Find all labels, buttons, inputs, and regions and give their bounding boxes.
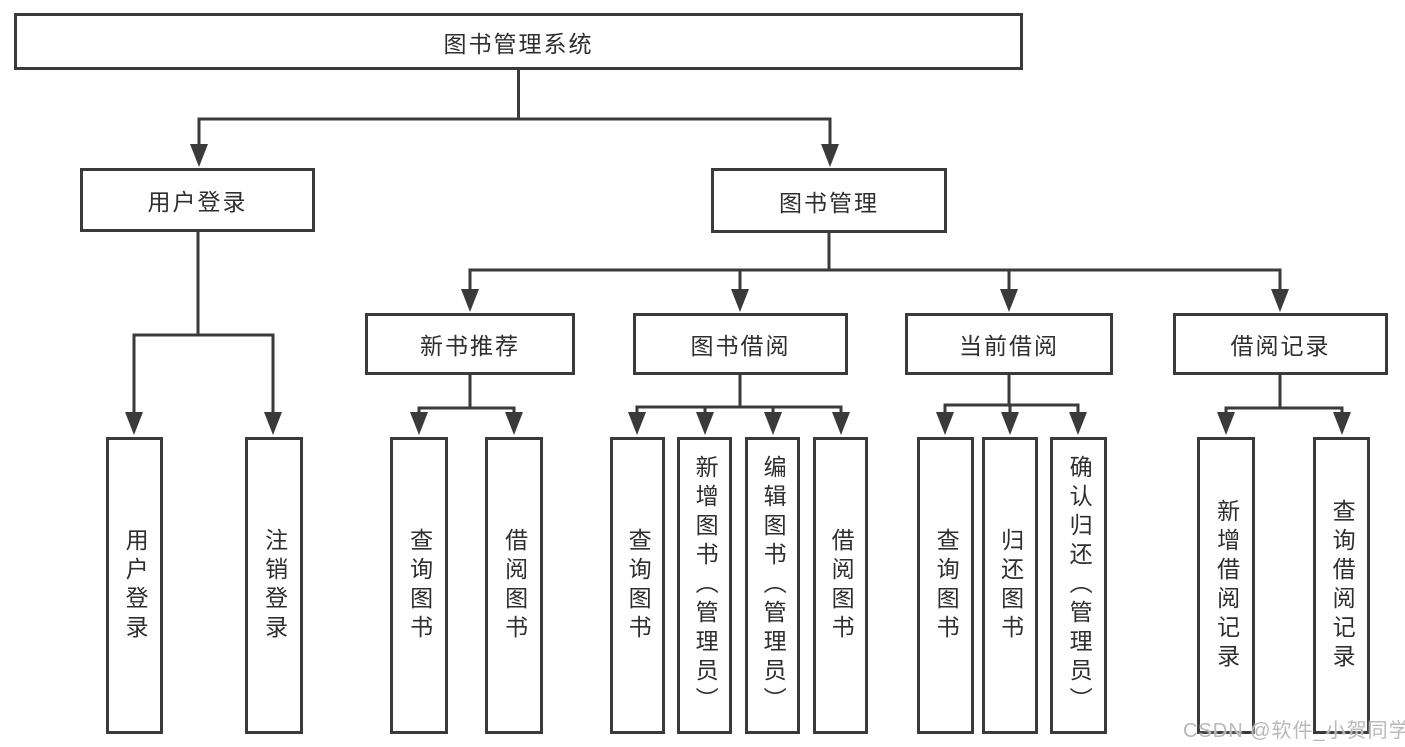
leaf-confirm-return-admin-label: 确认归还（管理员） <box>1066 455 1093 716</box>
leaf-logout: 注销登录 <box>245 437 303 734</box>
leaf-add-borrow-record: 新增借阅记录 <box>1197 437 1255 734</box>
leaf-query-books-recommend: 查询图书 <box>390 437 448 734</box>
leaf-query-books-recommend-label: 查询图书 <box>406 527 433 644</box>
node-book-borrowing: 图书借阅 <box>633 313 848 375</box>
node-book-borrowing-label: 图书借阅 <box>690 333 791 359</box>
node-user-login: 用户登录 <box>80 168 315 232</box>
leaf-add-borrow-record-label: 新增借阅记录 <box>1213 498 1240 673</box>
leaf-query-books-current-label: 查询图书 <box>933 527 960 644</box>
leaf-return-book: 归还图书 <box>982 437 1038 734</box>
leaf-query-books-current: 查询图书 <box>917 437 974 734</box>
leaf-query-books-borrowing: 查询图书 <box>610 437 665 734</box>
arrowheads <box>125 144 1351 435</box>
node-current-borrowing-label: 当前借阅 <box>959 333 1059 359</box>
leaf-return-book-label: 归还图书 <box>997 527 1024 644</box>
leaf-add-book-admin-label: 新增图书（管理员） <box>692 455 719 716</box>
node-root-label: 图书管理系统 <box>443 30 594 57</box>
watermark: CSDN @软件_小贺同学 <box>1183 720 1405 742</box>
leaf-query-borrow-record: 查询借阅记录 <box>1313 437 1370 734</box>
leaf-add-book-admin: 新增图书（管理员） <box>677 437 732 734</box>
node-borrowing-records: 借阅记录 <box>1173 313 1388 375</box>
leaf-logout-label: 注销登录 <box>261 527 288 644</box>
leaf-borrow-books-borrowing: 借阅图书 <box>813 437 868 734</box>
node-book-management-label: 图书管理 <box>779 189 879 216</box>
leaf-borrow-books-recommend-label: 借阅图书 <box>501 527 528 644</box>
leaf-user-login: 用户登录 <box>106 437 163 734</box>
leaf-edit-book-admin-label: 编辑图书（管理员） <box>760 455 787 716</box>
leaf-query-borrow-record-label: 查询借阅记录 <box>1329 498 1356 673</box>
node-current-borrowing: 当前借阅 <box>905 313 1113 375</box>
node-new-book-recommend: 新书推荐 <box>365 313 575 375</box>
leaf-user-login-label: 用户登录 <box>122 527 149 644</box>
node-book-management: 图书管理 <box>711 168 947 233</box>
leaf-borrow-books-recommend: 借阅图书 <box>485 437 543 734</box>
leaf-edit-book-admin: 编辑图书（管理员） <box>745 437 800 734</box>
node-user-login-label: 用户登录 <box>147 189 248 215</box>
leaf-query-books-borrowing-label: 查询图书 <box>625 527 652 644</box>
leaf-confirm-return-admin: 确认归还（管理员） <box>1050 437 1107 734</box>
leaf-borrow-books-borrowing-label: 借阅图书 <box>828 527 855 644</box>
node-borrowing-records-label: 借阅记录 <box>1230 333 1331 359</box>
node-root: 图书管理系统 <box>14 13 1023 70</box>
node-new-book-recommend-label: 新书推荐 <box>420 333 520 359</box>
